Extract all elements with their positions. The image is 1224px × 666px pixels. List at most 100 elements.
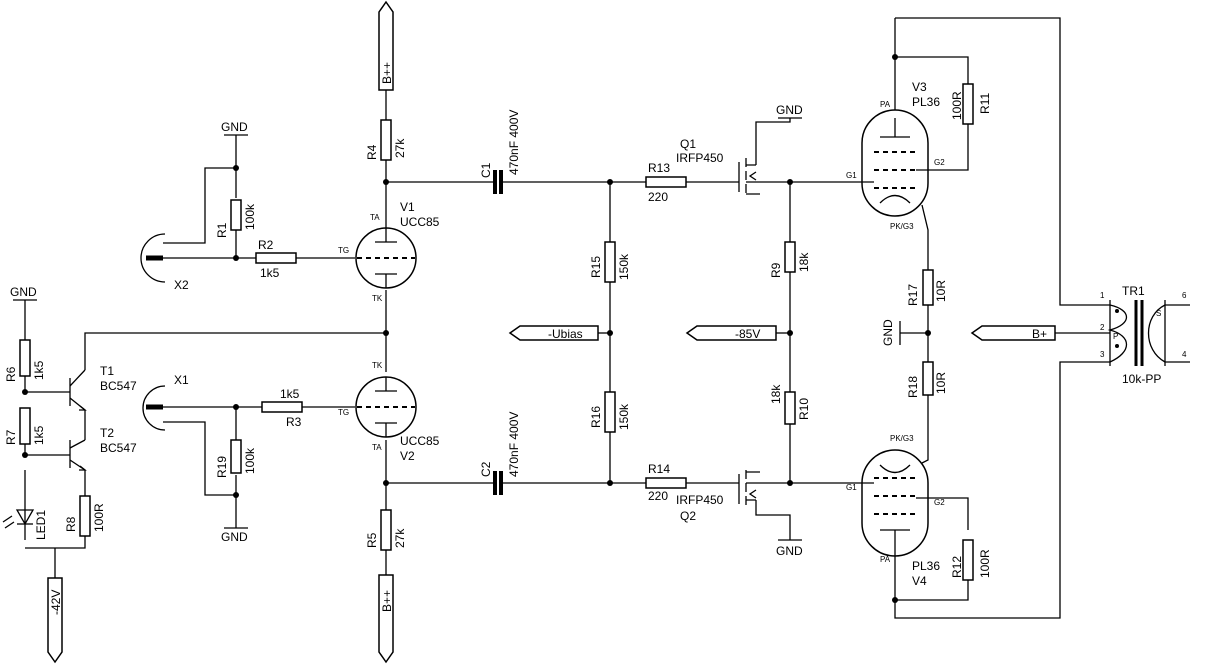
resistor-r9: R9 18k: [769, 241, 811, 278]
resistor-r5: R5 27k: [365, 509, 407, 551]
svg-text:1k5: 1k5: [280, 387, 300, 401]
svg-text:R18: R18: [906, 376, 920, 398]
svg-text:V1: V1: [400, 200, 415, 214]
junction-dot: [787, 330, 793, 336]
capacitor-c1: C1 470nF 400V: [479, 110, 521, 194]
svg-text:220: 220: [648, 190, 668, 204]
svg-text:6: 6: [1182, 291, 1187, 300]
svg-text:R13: R13: [648, 161, 670, 175]
svg-text:BC547: BC547: [100, 441, 137, 455]
svg-text:470nF 400V: 470nF 400V: [507, 412, 521, 477]
svg-text:TA: TA: [370, 213, 380, 222]
supply-label: -85V: [735, 327, 760, 341]
supply-label: B++: [380, 62, 394, 84]
svg-text:GND: GND: [221, 120, 248, 134]
resistor-r3: 1k5 R3: [261, 387, 303, 429]
resistor-r19: R19 100k: [215, 439, 257, 478]
ground-symbol: GND: [221, 120, 248, 136]
ground-symbol: GND: [776, 539, 803, 558]
svg-text:GND: GND: [221, 530, 248, 544]
svg-text:1k5: 1k5: [260, 266, 280, 280]
svg-text:470nF 400V: 470nF 400V: [507, 110, 521, 175]
svg-text:R9: R9: [769, 262, 783, 278]
svg-text:TK: TK: [372, 361, 383, 370]
supply-label: B+: [1032, 327, 1047, 341]
svg-text:UCC85: UCC85: [400, 215, 440, 229]
svg-text:R8: R8: [64, 516, 78, 532]
svg-text:100R: 100R: [978, 549, 992, 578]
ground-symbol: GND: [221, 527, 248, 544]
svg-text:220: 220: [648, 489, 668, 503]
mosfet-q2: IRFP450 Q2: [676, 470, 760, 523]
svg-text:IRFP450: IRFP450: [676, 493, 724, 507]
svg-text:27k: 27k: [393, 138, 407, 158]
supply-tag-neg85: -85V: [685, 325, 777, 341]
svg-text:100R: 100R: [950, 91, 964, 120]
svg-text:R11: R11: [978, 93, 992, 114]
svg-text:V2: V2: [400, 449, 415, 463]
svg-text:S: S: [1156, 309, 1161, 318]
svg-text:27k: 27k: [393, 528, 407, 548]
svg-text:V3: V3: [912, 80, 927, 94]
svg-text:R14: R14: [648, 462, 670, 476]
svg-text:R19: R19: [215, 456, 229, 478]
mosfet-q1: Q1 IRFP450: [676, 137, 760, 196]
svg-text:PK/G3: PK/G3: [890, 222, 914, 231]
supply-tag-bpp-top: B++: [378, 0, 394, 91]
junction-dot: [22, 452, 28, 458]
svg-text:1k5: 1k5: [32, 360, 46, 380]
led-led1: LED1: [2, 509, 48, 540]
junction-dot: [233, 492, 239, 498]
svg-text:TA: TA: [372, 443, 382, 452]
svg-text:TR1: TR1: [1122, 284, 1145, 298]
svg-text:PK/G3: PK/G3: [890, 434, 914, 443]
svg-text:PL36: PL36: [912, 559, 940, 573]
transformer-tr1: 1 2 3 6 4 P S TR1 10k-PP: [1100, 284, 1187, 386]
ground-symbol: GND: [10, 285, 37, 301]
svg-text:TG: TG: [338, 246, 349, 255]
pentode-v4: PK/G3 G1 G2 PA PL36 V4: [846, 434, 945, 588]
jack-x1: X1: [142, 373, 189, 431]
svg-text:X2: X2: [174, 278, 189, 292]
svg-text:R6: R6: [4, 366, 18, 382]
junction-dot: [233, 404, 239, 410]
svg-text:UCC85: UCC85: [400, 434, 440, 448]
junction-dot: [787, 179, 793, 185]
svg-text:C2: C2: [479, 461, 493, 477]
junction-dot: [233, 255, 239, 261]
resistor-r16: R16 150k: [589, 391, 631, 433]
resistor-r4: R4 27k: [365, 119, 407, 161]
svg-text:X1: X1: [174, 373, 189, 387]
svg-text:Q2: Q2: [680, 509, 696, 523]
pentode-v3: PA G1 G2 PK/G3 V3 PL36: [846, 80, 945, 231]
svg-text:3: 3: [1100, 350, 1105, 359]
resistor-r6: R6 1k5: [4, 339, 46, 382]
svg-text:TK: TK: [372, 294, 383, 303]
junctions: [22, 54, 931, 603]
resistor-r18: R18 10R: [906, 361, 948, 398]
svg-text:GND: GND: [776, 103, 803, 117]
svg-text:PA: PA: [880, 555, 891, 564]
svg-text:10R: 10R: [934, 280, 948, 302]
resistor-r8: R8 100R: [64, 495, 106, 537]
svg-text:150k: 150k: [617, 253, 631, 280]
svg-text:GND: GND: [10, 285, 37, 299]
junction-dot: [607, 179, 613, 185]
capacitor-c2: C2 470nF 400V: [479, 412, 521, 495]
svg-text:R2: R2: [258, 238, 274, 252]
supply-tag-bplus: B+: [970, 325, 1056, 341]
svg-text:T2: T2: [100, 426, 114, 440]
svg-text:R3: R3: [286, 415, 302, 429]
resistor-r1: R1 100k: [215, 199, 257, 238]
svg-text:100k: 100k: [243, 447, 257, 474]
junction-dot: [892, 54, 898, 60]
svg-text:TG: TG: [338, 408, 349, 417]
svg-text:100R: 100R: [92, 503, 106, 532]
svg-text:2: 2: [1100, 323, 1105, 332]
junction-dot: [22, 389, 28, 395]
svg-text:C1: C1: [479, 162, 493, 178]
svg-text:R10: R10: [797, 398, 811, 420]
jack-x2: X2: [140, 233, 189, 292]
resistor-r11: 100R R11: [950, 83, 992, 125]
